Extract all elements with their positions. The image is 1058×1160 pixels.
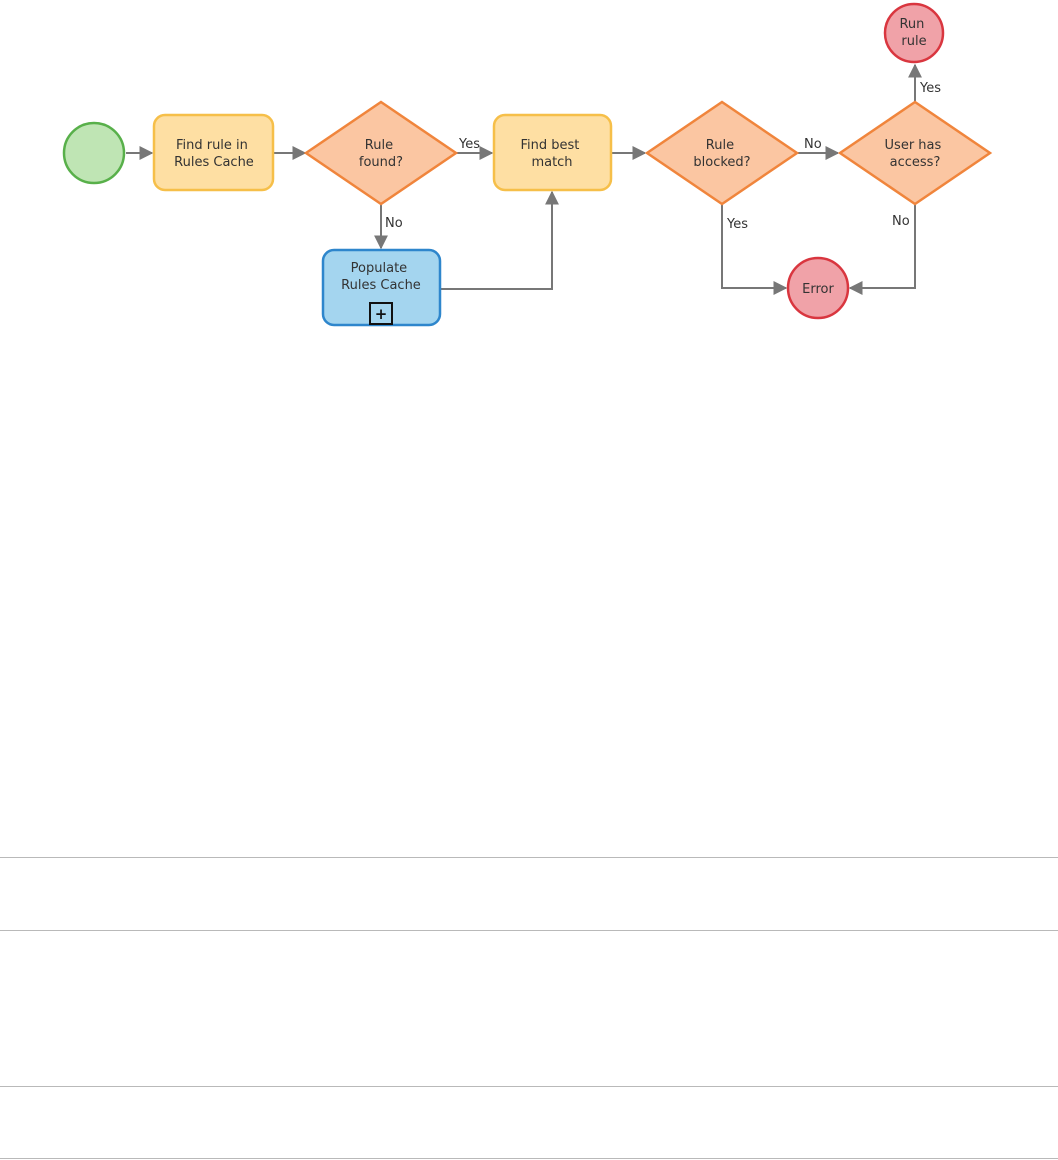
task-find-best-match: Find best match (492, 113, 613, 192)
end-event-error: Error (786, 256, 850, 320)
edge-label-access-no: No (892, 214, 910, 229)
gateway-rule-blocked-line-1: Rule (706, 138, 734, 153)
edge-label-access-yes: Yes (919, 81, 941, 96)
separator-rule-2 (0, 930, 1058, 931)
subprocess-populate-cache: Populate Rules Cache + (321, 248, 442, 327)
gateway-rule-found-line-1: Rule (365, 138, 393, 153)
end-error-label: Error (802, 282, 834, 297)
task-find-rule-line-2: Rules Cache (174, 155, 254, 170)
edge-label-blocked-no: No (804, 137, 822, 152)
svg-text:Run rule: Run rule (899, 17, 928, 49)
edge-user-access-no (848, 205, 916, 295)
svg-text:Find best match: Find best match (520, 138, 583, 170)
gateway-rule-found-line-2: found? (359, 155, 403, 170)
gateway-user-access-line-1: User has (885, 138, 942, 153)
edge-label-found-yes: Yes (458, 137, 480, 152)
edge-rule-blocked-yes (721, 205, 788, 295)
svg-text:Find rule in Rules Cache: Find rule in Rules Cache (174, 138, 254, 170)
expand-plus-icon (369, 302, 393, 325)
separator-rule-4 (0, 1158, 1058, 1159)
gateway-user-access-line-2: access? (890, 155, 941, 170)
process-flow-diagram: Yes No No Yes Yes No Find rule in Rules … (62, 2, 993, 327)
subprocess-populate-line-1: Populate (351, 261, 408, 276)
task-find-rule-line-1: Find rule in (176, 138, 248, 153)
subprocess-populate-line-2: Rules Cache (341, 278, 421, 293)
svg-text:User has access?: User has access? (885, 138, 946, 170)
gateway-rule-found: Rule found? (303, 100, 459, 206)
task-find-best-line-2: match (531, 155, 572, 170)
edge-populate-to-find-best (441, 190, 559, 290)
task-find-rule: Find rule in Rules Cache (152, 113, 275, 192)
svg-text:Rule found?: Rule found? (359, 138, 403, 170)
edge-label-blocked-yes: Yes (726, 217, 748, 232)
gateway-rule-blocked-line-2: blocked? (693, 155, 750, 170)
edge-label-found-no: No (385, 216, 403, 231)
start-event (62, 121, 126, 185)
separator-rule-1 (0, 857, 1058, 858)
svg-text:Populate Rules Cache: Populate Rules Cache (341, 261, 421, 293)
gateway-user-has-access: User has access? (837, 100, 993, 206)
end-run-rule-line-1: Run (899, 17, 924, 32)
svg-text:Rule blocked?: Rule blocked? (693, 138, 750, 170)
expand-plus-icon-glyph: + (375, 305, 388, 323)
gateway-rule-blocked: Rule blocked? (644, 100, 800, 206)
task-find-best-line-1: Find best (520, 138, 579, 153)
end-run-rule-line-2: rule (901, 34, 926, 49)
end-event-run-rule: Run rule (883, 2, 945, 64)
separator-rule-3 (0, 1086, 1058, 1087)
